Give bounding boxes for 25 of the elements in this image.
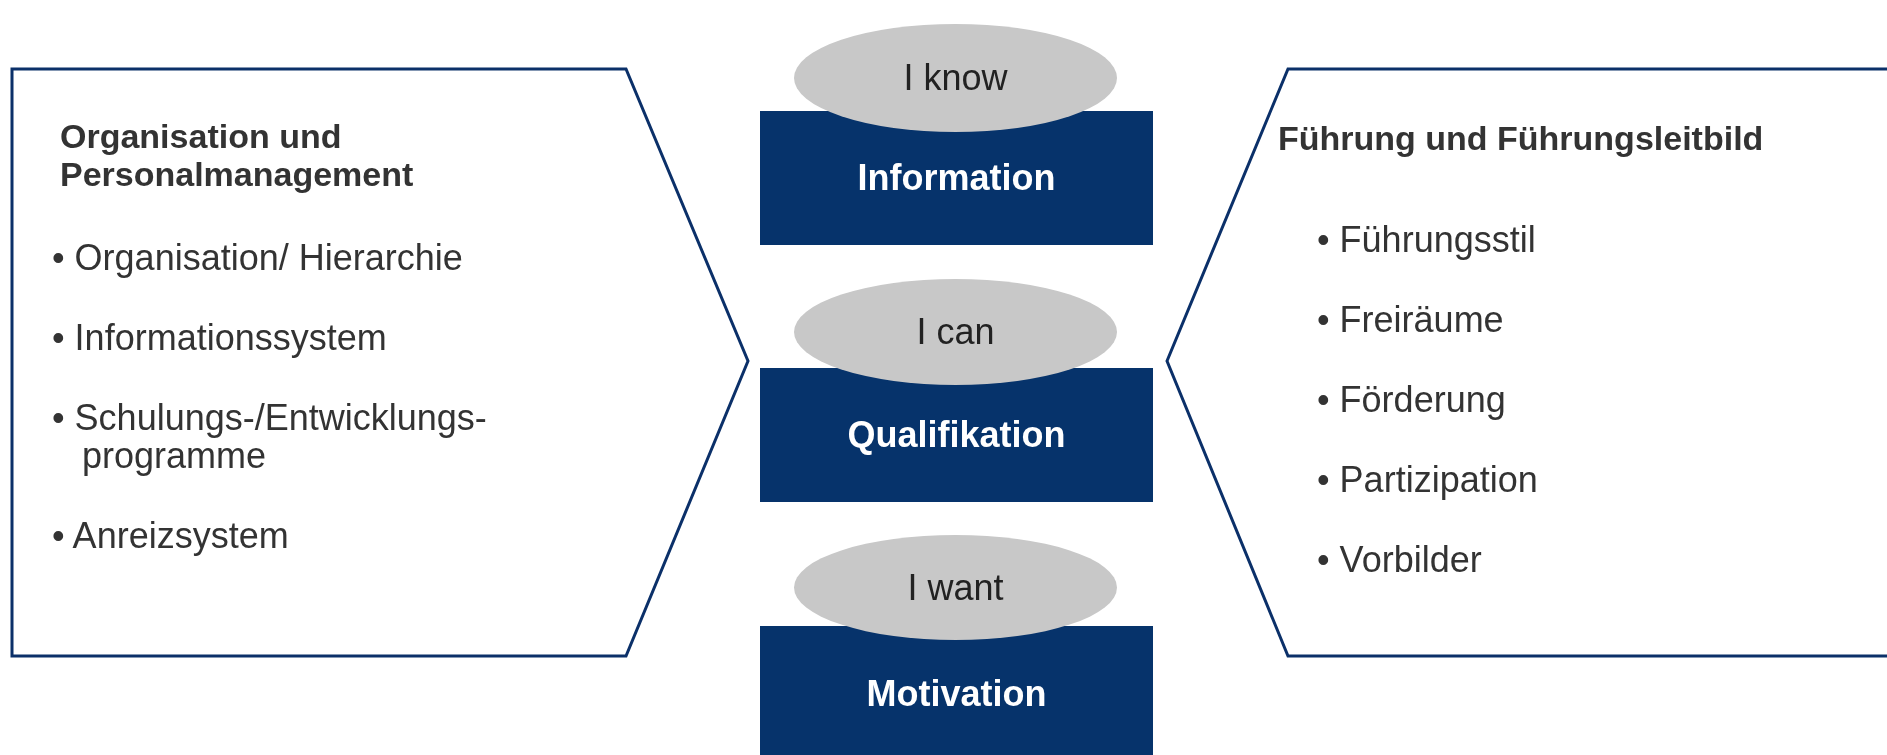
bullet-item: • Partizipation: [1317, 461, 1539, 499]
ellipse-label: I know: [903, 57, 1008, 99]
bullet-item: • Schulungs-/Entwicklungs- programme: [52, 399, 488, 475]
chevron-panel: [1167, 69, 1887, 656]
panel-heading: Führung und Führungsleitbild: [1278, 119, 1765, 157]
bullet-item: • Freiräume: [1317, 301, 1505, 339]
bullet-item: • Förderung: [1317, 381, 1507, 419]
bullet-item: • Anreizsystem: [52, 517, 290, 555]
chevron-panel: [12, 69, 748, 656]
pillar-box: [760, 626, 1153, 755]
bullet-item: • Informationssystem: [52, 319, 388, 357]
pillar-label: Information: [857, 157, 1056, 199]
panel-heading: Organisation und Personalmanagement: [60, 117, 415, 193]
bullet-item: • Vorbilder: [1317, 541, 1483, 579]
bullet-item: • Führungsstil: [1317, 221, 1537, 259]
label-ellipse: [794, 535, 1117, 640]
ellipse-label: I can: [916, 311, 995, 353]
label-ellipse: [794, 279, 1117, 385]
pillar-label: Motivation: [866, 672, 1047, 715]
pillar-box: [760, 368, 1153, 502]
ellipse-label: I want: [907, 566, 1004, 609]
pillar-box: [760, 111, 1153, 245]
pillar-label: Qualifikation: [847, 414, 1066, 456]
bullet-item: • Organisation/ Hierarchie: [52, 239, 464, 277]
label-ellipse: [794, 24, 1117, 132]
